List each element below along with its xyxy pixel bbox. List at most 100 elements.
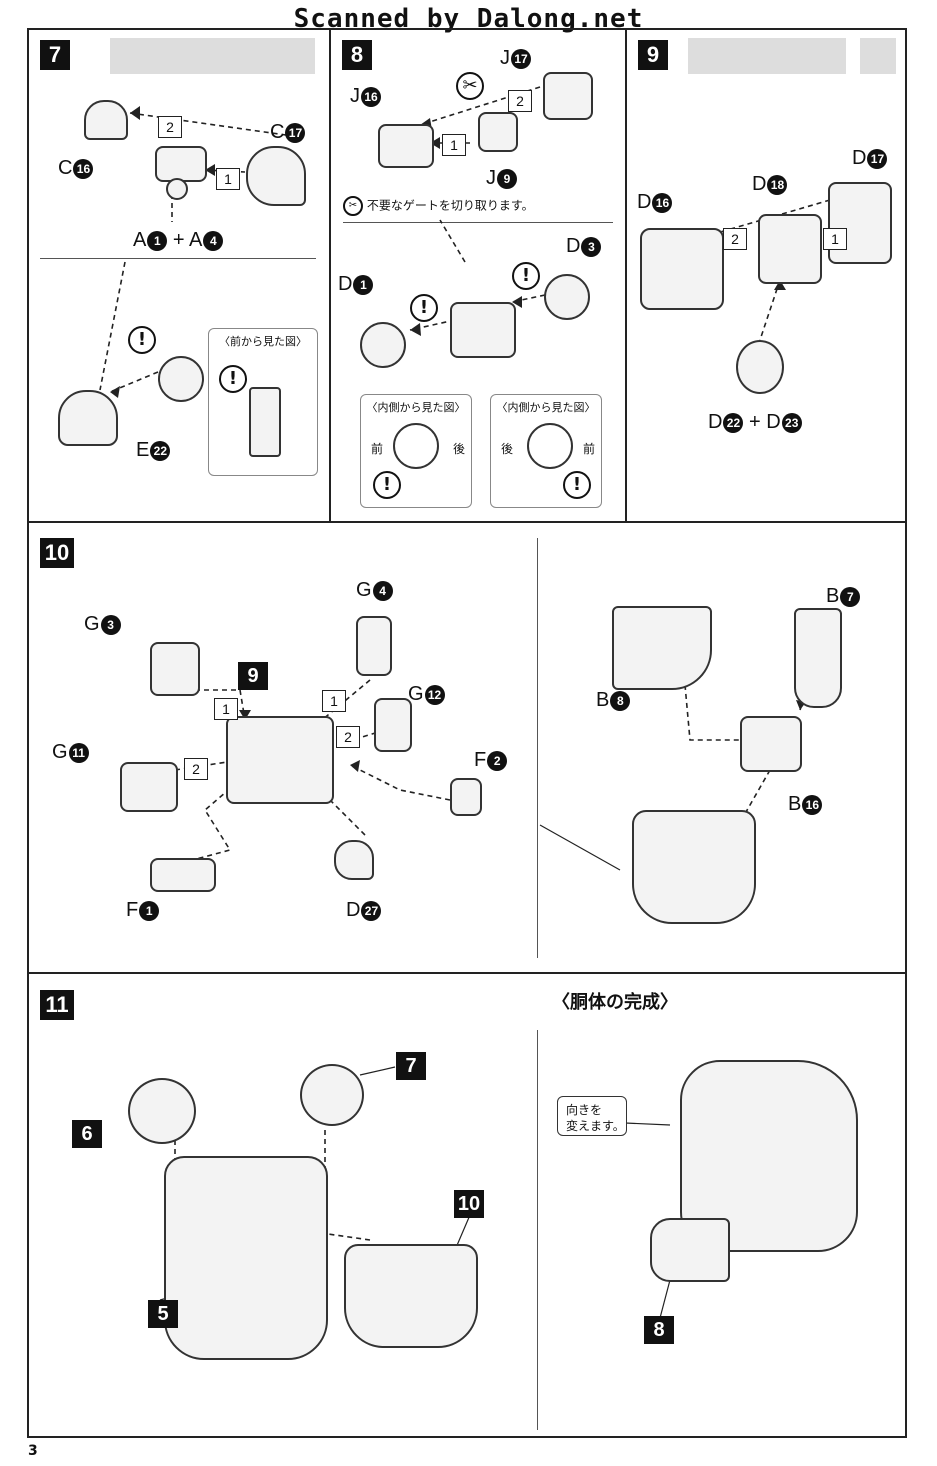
front-view-box: 〈前から見た図〉 ! (208, 328, 318, 476)
part-g11 (120, 762, 178, 812)
divider (343, 222, 613, 223)
step-number: 8 (342, 40, 372, 70)
ref-step-9: 9 (238, 662, 268, 690)
step-number: 10 (40, 538, 74, 568)
part-head-assembled (58, 390, 118, 446)
part-shoulder-6 (128, 1078, 196, 1144)
order-2: 2 (184, 758, 208, 780)
caution-icon: ! (128, 326, 156, 354)
part-b7 (794, 608, 842, 708)
ref-step-5: 5 (148, 1300, 178, 1328)
part-j17 (543, 72, 593, 120)
divider (27, 521, 907, 523)
rotate-note-line2: 変えます。 (566, 1119, 625, 1133)
order-2: 2 (723, 228, 747, 250)
part-e22-detail (249, 387, 281, 457)
divider (27, 972, 907, 974)
part-d18 (758, 214, 822, 284)
part-b16 (740, 716, 802, 772)
part-j9 (478, 112, 518, 152)
inner-view-circle (393, 423, 439, 469)
order-1: 1 (823, 228, 847, 250)
divider (537, 538, 538, 958)
ref-step-8: 8 (644, 1316, 674, 1344)
order-2: 2 (336, 726, 360, 748)
part-ball-joint (166, 178, 188, 200)
caution-icon: ! (410, 294, 438, 322)
order-1: 1 (216, 168, 240, 190)
rear-label: 後 (501, 442, 514, 456)
part-g3 (150, 642, 200, 696)
caution-icon: ! (563, 471, 591, 499)
part-b8 (612, 606, 712, 690)
step-number: 9 (638, 40, 668, 70)
part-c17 (246, 146, 306, 206)
step-number: 11 (40, 990, 74, 1020)
order-1: 1 (322, 690, 346, 712)
part-c16 (84, 100, 128, 140)
order-1: 1 (442, 134, 466, 156)
inner-view-title: 〈内側から見た図〉 (496, 401, 596, 414)
part-f2 (450, 778, 482, 816)
part-d3 (544, 274, 590, 320)
completion-title: 〈胴体の完成〉 (552, 992, 678, 1012)
rotate-note-line1: 向きを (566, 1103, 603, 1117)
step-bar (110, 38, 315, 74)
caution-icon: ! (512, 262, 540, 290)
ref-step-10: 10 (454, 1190, 484, 1218)
cut-gate-icon: ✂ (343, 196, 363, 216)
part-shoulder-7 (300, 1064, 364, 1126)
inner-view-circle (527, 423, 573, 469)
part-d1 (360, 322, 406, 368)
step-bar (688, 38, 846, 74)
front-label: 前 (371, 442, 384, 456)
page-number: 3 (28, 1443, 38, 1459)
gate-note: ✂ 不要なゲートを切り取ります。 (343, 196, 534, 216)
step-bar (860, 38, 896, 74)
part-d-frame (450, 302, 516, 358)
ref-step-7: 7 (396, 1052, 426, 1080)
part-f1 (150, 858, 216, 892)
part-chest-core (226, 716, 334, 804)
inner-view-right: 〈内側から見た図〉 後 前 ! (490, 394, 602, 508)
step-number: 7 (40, 40, 70, 70)
part-d17 (828, 182, 892, 264)
ref-step-6: 6 (72, 1120, 102, 1148)
part-g4 (356, 616, 392, 676)
instruction-frame (27, 28, 907, 1438)
part-d27 (334, 840, 374, 880)
front-view-title: 〈前から見た図〉 (219, 335, 307, 348)
inner-view-left: 〈内側から見た図〉 前 後 ! (360, 394, 472, 508)
part-j16 (378, 124, 434, 168)
part-hinge (155, 146, 207, 182)
part-backpack-8 (650, 1218, 730, 1282)
front-label: 前 (583, 442, 596, 456)
divider (625, 28, 627, 522)
part-chest-10 (344, 1244, 478, 1348)
part-e22 (158, 356, 204, 402)
order-1: 1 (214, 698, 238, 720)
rotate-note: 向きを 変えます。 (557, 1096, 627, 1136)
caution-icon: ! (373, 471, 401, 499)
part-chest-assembled (632, 810, 756, 924)
divider (40, 258, 316, 259)
